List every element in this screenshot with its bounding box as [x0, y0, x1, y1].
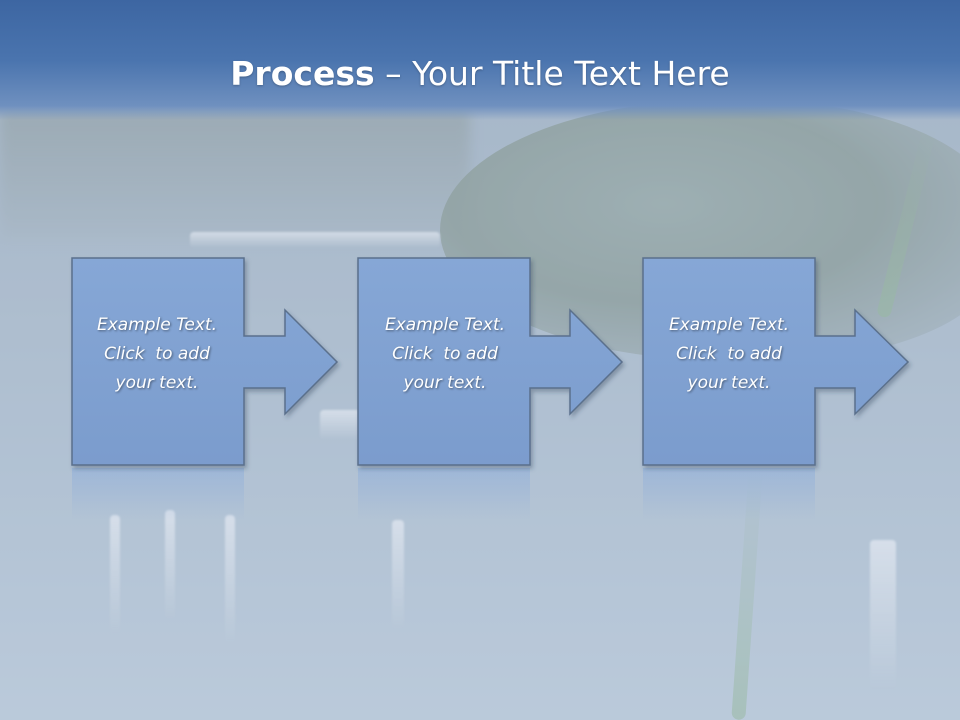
water-streak	[225, 515, 235, 645]
process-step-1[interactable]	[71, 257, 339, 520]
water-streak	[870, 540, 896, 690]
slide-title[interactable]: Process – Your Title Text Here	[0, 52, 960, 96]
title-regular-part: – Your Title Text Here	[374, 54, 730, 93]
step-2-line-3: your text.	[403, 373, 487, 393]
step-2-shape[interactable]	[357, 257, 624, 466]
step-2-text[interactable]: Example Text. Click to add your text.	[360, 311, 530, 398]
water-streak	[110, 515, 120, 635]
step-2-reflection	[358, 468, 530, 520]
process-step-3[interactable]	[642, 257, 910, 520]
step-1-line-3: your text.	[115, 373, 199, 393]
title-band	[0, 0, 960, 120]
step-3-line-3: your text.	[687, 373, 771, 393]
step-1-reflection	[72, 468, 244, 520]
background-moss	[0, 110, 470, 240]
step-2-line-2: Click to add	[392, 344, 498, 364]
water-streak	[190, 232, 440, 248]
title-bold-part: Process	[230, 54, 375, 93]
water-streak	[392, 520, 404, 630]
step-1-line-2: Click to add	[104, 344, 210, 364]
step-3-text[interactable]: Example Text. Click to add your text.	[644, 311, 814, 398]
step-3-line-2: Click to add	[676, 344, 782, 364]
step-1-text[interactable]: Example Text. Click to add your text.	[72, 311, 242, 398]
step-3-reflection	[643, 468, 815, 520]
step-3-shape[interactable]	[642, 257, 910, 466]
process-step-2[interactable]	[357, 257, 624, 520]
step-2-line-1: Example Text.	[384, 315, 506, 335]
step-3-line-1: Example Text.	[668, 315, 790, 335]
step-1-line-1: Example Text.	[96, 315, 218, 335]
step-1-shape[interactable]	[71, 257, 339, 466]
water-streak	[165, 510, 175, 620]
